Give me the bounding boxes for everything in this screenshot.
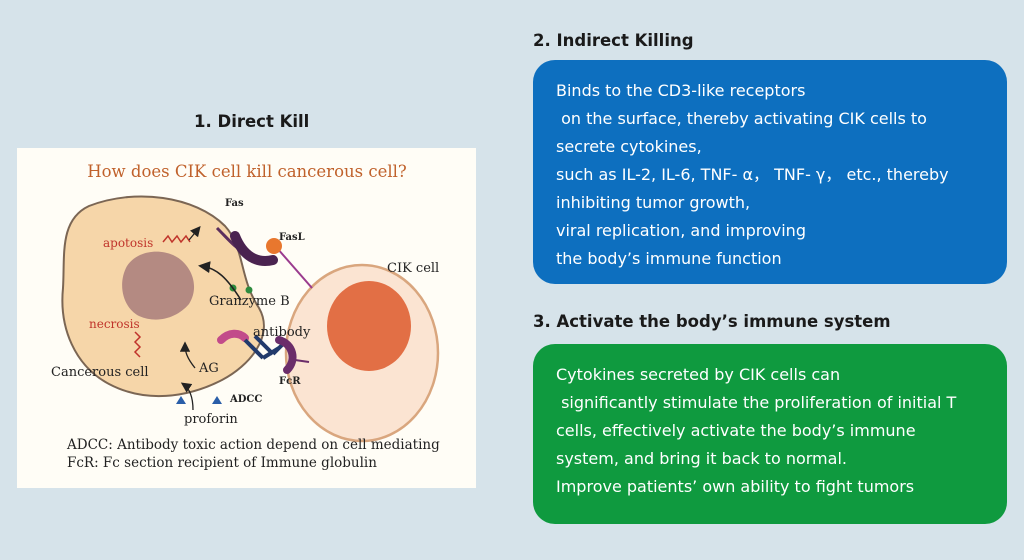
panel-line: cells, effectively activate the body’s i… <box>556 421 916 440</box>
cik-nucleus <box>327 281 411 371</box>
label-proforin: proforin <box>184 412 238 427</box>
label-necrosis: necrosis <box>89 317 140 331</box>
antigen-ag <box>217 329 249 344</box>
fasl-ligand <box>266 238 282 254</box>
cancer-nucleus <box>122 251 195 320</box>
cik-kill-diagram: How does CIK cell kill cancerous cell? F… <box>17 148 476 488</box>
label-cancerous-cell: Cancerous cell <box>51 365 149 380</box>
fcr-receptor <box>275 336 297 374</box>
label-cik-cell: CIK cell <box>387 261 439 276</box>
label-fas: Fas <box>225 198 244 209</box>
heading-indirect-killing: 2. Indirect Killing <box>533 31 694 50</box>
fas-receptor <box>230 231 278 266</box>
diagram-title: How does CIK cell kill cancerous cell? <box>87 162 407 181</box>
label-ag: AG <box>198 361 219 376</box>
antibody-shape <box>243 334 285 360</box>
heading-activate-immune: 3. Activate the body’s immune system <box>533 312 891 331</box>
panel-line: such as IL-2, IL-6, TNF- α， TNF- γ， etc.… <box>556 165 949 184</box>
panel-line: significantly stimulate the proliferatio… <box>556 393 957 412</box>
diagram-canvas: How does CIK cell kill cancerous cell? F… <box>51 162 440 471</box>
label-fasl: FasL <box>279 232 305 243</box>
panel-line: secrete cytokines, <box>556 137 702 156</box>
panel-line: Cytokines secreted by CIK cells can <box>556 365 841 384</box>
panel-line: inhibiting tumor growth, <box>556 193 751 212</box>
legend-fcr: FcR: Fc section recipient of Immune glob… <box>67 455 377 471</box>
label-granzyme: Granzyme B <box>209 294 290 309</box>
panel-line: Improve patients’ own ability to fight t… <box>556 477 915 496</box>
legend-adcc: ADCC: Antibody toxic action depend on ce… <box>66 437 440 453</box>
panel-line: on the surface, thereby activating CIK c… <box>556 109 927 128</box>
label-adcc: ADCC <box>229 394 262 405</box>
label-fcr: FcR <box>279 376 301 387</box>
activate-immune-panel: Cytokines secreted by CIK cells can sign… <box>533 344 1007 524</box>
label-apoptosis: apotosis <box>103 236 153 250</box>
panel-line: Binds to the CD3-like receptors <box>556 81 806 100</box>
panel-line: viral replication, and improving <box>556 221 806 240</box>
panel-line: the body’s immune function <box>556 249 782 268</box>
heading-direct-kill: 1. Direct Kill <box>194 112 310 131</box>
panel-line: system, and bring it back to normal. <box>556 449 847 468</box>
label-antibody: antibody <box>253 325 311 340</box>
indirect-killing-panel: Binds to the CD3-like receptors on the s… <box>533 60 1007 284</box>
